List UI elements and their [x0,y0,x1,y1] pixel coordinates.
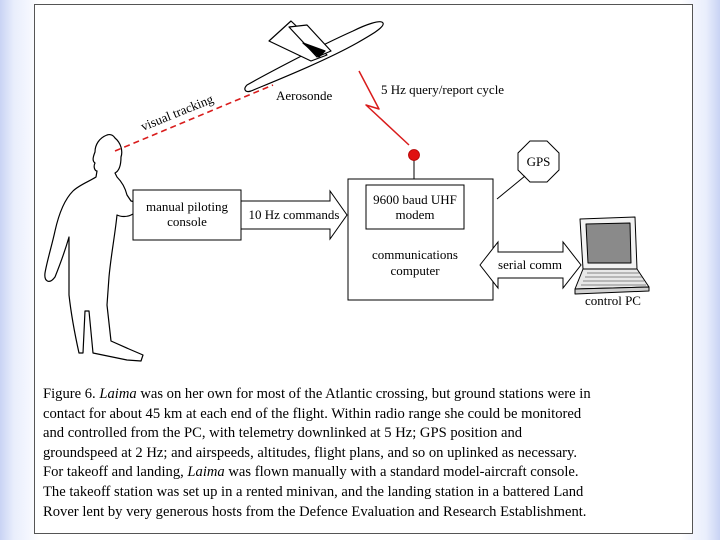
commands-label: 10 Hz commands [249,207,340,222]
radio-link-bolt [358,70,410,146]
caption-text: The takeoff station was set up in a rent… [43,483,584,500]
control-pc-label: control PC [585,293,641,308]
visual-tracking-link [114,84,274,152]
caption-italic-name: Laima [187,464,225,481]
caption-text: was on her own for most of the Atlantic … [136,386,591,402]
manual-console-label-2: console [167,214,207,229]
manual-console-box [132,189,242,241]
caption-text: For takeoff and landing, [43,464,188,481]
caption-text: and controlled from the PC, with telemet… [43,425,523,442]
gps-octagon [517,140,560,183]
caption-italic-name: Laima [99,386,137,402]
query-cycle-label: 5 Hz query/report cycle [381,82,504,97]
visual-tracking-label: visual tracking [139,91,216,134]
slide-frame: visual tracking Aerosonde 5 Hz query/rep… [34,4,693,534]
caption-line: groundspeed at 2 Hz; and airspeeds, alti… [43,444,693,464]
caption-text: contact for about 45 km at each end of t… [43,405,582,422]
figure-caption: Figure 6. Laima was on her own for most … [43,385,693,522]
serial-comm-arrow [479,240,582,290]
modem-box [365,184,465,230]
modem-label-1: 9600 baud UHF [373,192,457,207]
system-diagram: visual tracking Aerosonde 5 Hz query/rep… [44,20,650,362]
pilot-silhouette [44,134,160,362]
communications-label-1: communications [372,247,458,262]
antenna-icon [408,149,420,161]
caption-line: Figure 6. Laima was on her own for most … [43,385,693,405]
manual-console-label-1: manual piloting [146,199,228,214]
serial-comm-label: serial comm [498,257,562,272]
caption-text: Figure 6. [43,386,100,402]
laptop-icon [574,216,650,295]
caption-line: For takeoff and landing, Laima was flown… [43,463,693,483]
caption-text: groundspeed at 2 Hz; and airspeeds, alti… [43,444,578,461]
aerosonde-aircraft-icon [244,20,384,93]
caption-line: Rover lent by very generous hosts from t… [43,503,693,523]
gps-link [496,175,526,200]
aerosonde-label: Aerosonde [276,88,333,103]
caption-text: was flown manually with a standard model… [224,464,579,481]
caption-text: Rover lent by very generous hosts from t… [43,503,587,520]
commands-arrow [240,189,348,241]
caption-line: contact for about 45 km at each end of t… [43,405,693,425]
communications-label-2: computer [390,263,440,278]
caption-line: The takeoff station was set up in a rent… [43,483,693,503]
gps-label: GPS [527,154,551,169]
caption-line: and controlled from the PC, with telemet… [43,424,693,444]
modem-label-2: modem [396,207,435,222]
